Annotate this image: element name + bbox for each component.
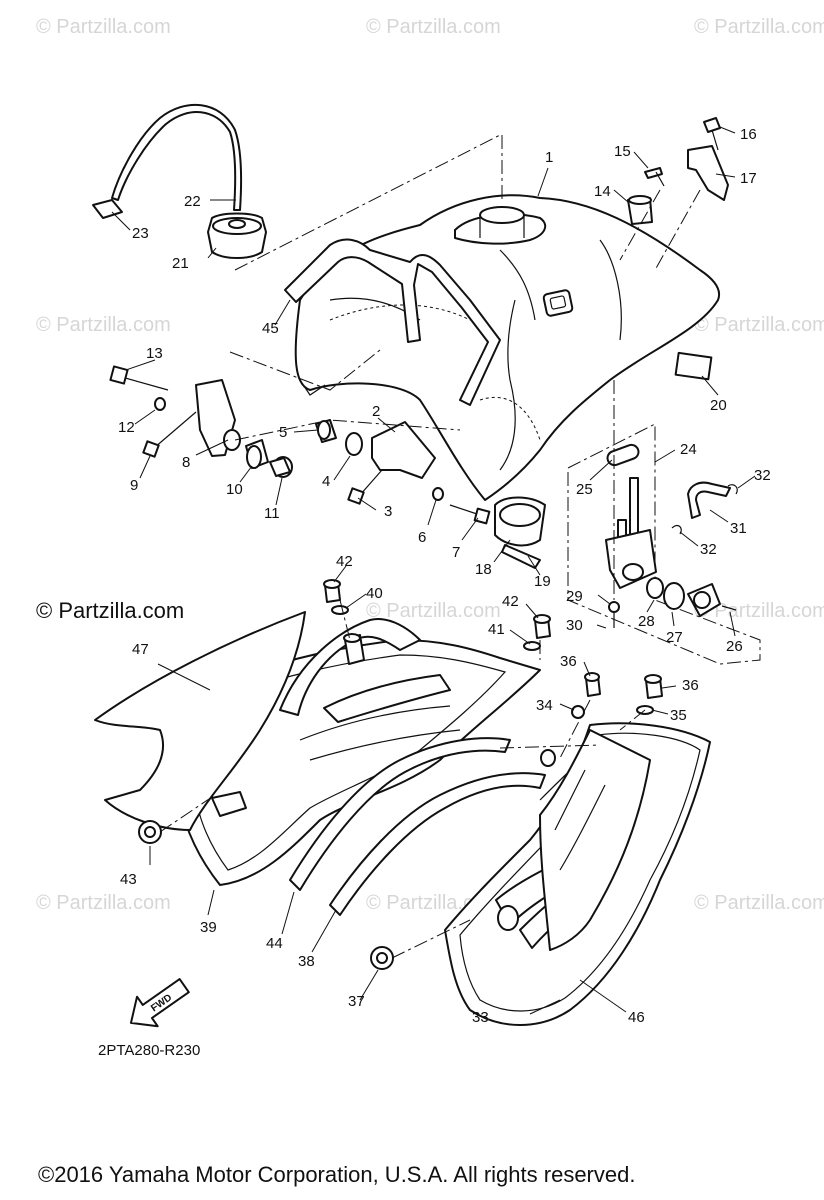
callout-labels: 1 2 3 4 5 6 7 8 9 10 11 12 13 14 15 16 1… — [118, 126, 771, 1026]
callout-14: 14 — [594, 183, 611, 200]
callout-30: 30 — [566, 617, 583, 634]
watermark: © Partzilla.com — [36, 892, 171, 914]
callout-13: 13 — [146, 345, 163, 362]
callout-22: 22 — [184, 193, 201, 210]
callout-19: 19 — [534, 573, 551, 590]
callout-47: 47 — [132, 641, 149, 658]
watermark: © Partzilla.com — [366, 16, 501, 38]
callout-7: 7 — [452, 544, 460, 561]
hose-clip — [92, 199, 123, 219]
tank-mount-bolts — [627, 117, 729, 225]
breather-hose — [111, 103, 243, 211]
watermark: © Partzilla.com — [694, 16, 824, 38]
callout-43: 43 — [120, 871, 137, 888]
callout-42b: 42 — [502, 593, 519, 610]
callout-44: 44 — [266, 935, 283, 952]
tank-guard — [284, 238, 501, 406]
callout-36b: 36 — [682, 677, 699, 694]
callout-9: 9 — [130, 477, 138, 494]
callout-32b: 32 — [700, 541, 717, 558]
fuel-tank — [294, 194, 720, 501]
watermark: © Partzilla.com — [36, 314, 171, 336]
callout-46: 46 — [628, 1009, 645, 1026]
watermark: © Partzilla.com — [694, 600, 824, 622]
watermark: © Partzilla.com — [694, 892, 824, 914]
callout-38: 38 — [298, 953, 315, 970]
callout-20: 20 — [710, 397, 727, 414]
callout-39: 39 — [200, 919, 217, 936]
copyright-notice: ©2016 Yamaha Motor Corporation, U.S.A. A… — [38, 1162, 636, 1187]
callout-23: 23 — [132, 225, 149, 242]
callout-34: 34 — [536, 697, 553, 714]
leader-lines — [111, 126, 756, 1015]
diagram-code: 2PTA280-R230 — [98, 1042, 201, 1059]
callout-24: 24 — [680, 441, 697, 458]
callout-40: 40 — [366, 585, 383, 602]
callout-45: 45 — [262, 320, 279, 337]
callout-35: 35 — [670, 707, 687, 724]
callout-2: 2 — [372, 403, 380, 420]
seal-strip-44 — [289, 737, 511, 891]
callout-17: 17 — [740, 170, 757, 187]
callout-15: 15 — [614, 143, 631, 160]
tank-bracket-left — [109, 365, 293, 478]
callout-32a: 32 — [754, 467, 771, 484]
fwd-arrow: FWD — [129, 978, 190, 1028]
decal-right — [539, 729, 651, 951]
callout-4: 4 — [322, 473, 330, 490]
callout-18: 18 — [475, 561, 492, 578]
callout-3: 3 — [384, 503, 392, 520]
callout-31: 31 — [730, 520, 747, 537]
callout-26: 26 — [726, 638, 743, 655]
callout-21: 21 — [172, 255, 189, 272]
callout-6: 6 — [418, 529, 426, 546]
callout-29: 29 — [566, 588, 583, 605]
fuel-cap — [207, 212, 267, 259]
callout-27: 27 — [666, 629, 683, 646]
sticker — [674, 351, 713, 381]
fuel-cock-assembly — [567, 380, 761, 665]
callout-25: 25 — [576, 481, 593, 498]
watermark: © Partzilla.com — [36, 16, 171, 38]
watermark: © Partzilla.com — [694, 314, 824, 336]
brand-mark: © Partzilla.com — [36, 598, 185, 623]
callout-41: 41 — [488, 621, 505, 638]
callout-28: 28 — [638, 613, 655, 630]
callout-11: 11 — [264, 505, 280, 522]
callout-10: 10 — [226, 481, 243, 498]
decal-left — [94, 611, 306, 831]
callout-33: 33 — [472, 1009, 489, 1026]
tank-bracket-center — [315, 419, 546, 569]
callout-8: 8 — [182, 454, 190, 471]
callout-12: 12 — [118, 419, 135, 436]
callout-1: 1 — [545, 149, 553, 166]
seal-strip-38 — [329, 772, 546, 916]
watermark: © Partzilla.com — [366, 600, 501, 622]
callout-5: 5 — [279, 424, 287, 441]
callout-42a: 42 — [336, 553, 353, 570]
callout-16: 16 — [740, 126, 757, 143]
callout-37: 37 — [348, 993, 365, 1010]
callout-36a: 36 — [560, 653, 577, 670]
assembly-lines — [159, 134, 701, 959]
